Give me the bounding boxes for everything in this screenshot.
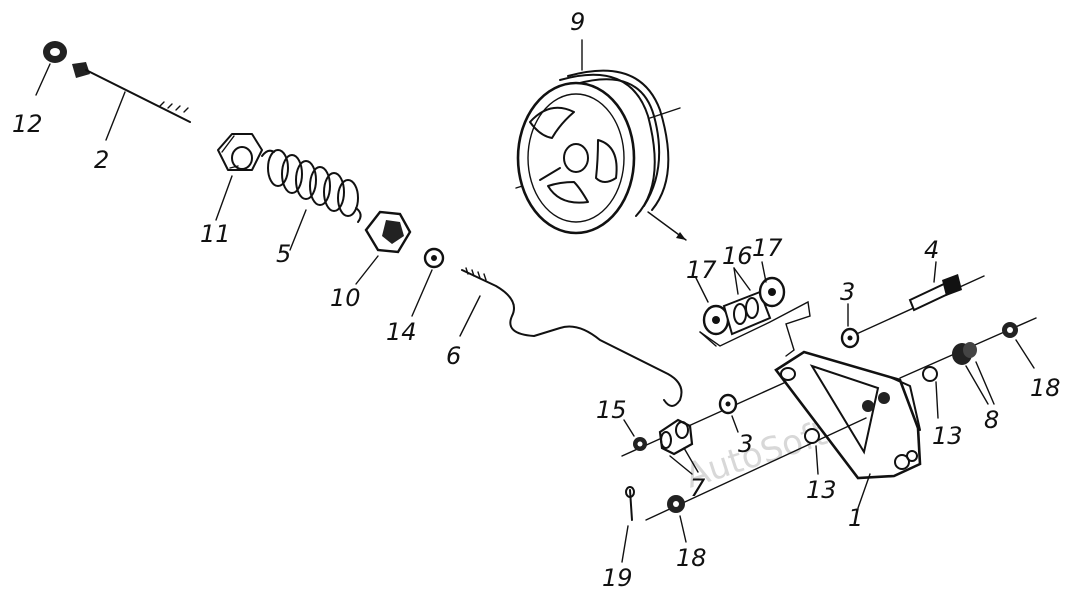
label-3-upper: 3 [840,278,855,306]
label-13-lower: 13 [806,476,837,504]
label-8: 8 [984,406,999,434]
label-14: 14 [386,318,417,346]
label-13-right: 13 [932,422,963,450]
part-14-nut [411,247,445,317]
label-18-lower: 18 [676,544,707,572]
part-8-nuts [952,342,995,405]
label-4: 4 [924,236,939,264]
part-2-bolt [72,62,191,141]
part-16-17-bushings [695,261,811,357]
part-10-nut [355,210,412,285]
part-9-pulley [515,39,687,241]
part-4-bolt [851,261,985,337]
label-6: 6 [446,342,461,370]
part-12-nut [35,41,67,96]
part-11-nut [215,133,263,221]
label-10: 10 [330,284,361,312]
callout-labels: 12 2 11 5 10 14 6 9 17 16 17 3 4 18 8 13… [12,8,1061,592]
part-15-7-3-assembly [621,381,787,475]
label-11: 11 [200,220,231,248]
label-12: 12 [12,110,43,138]
part-18-washer-right [1002,322,1035,369]
part-6-rod [459,267,683,407]
label-17-left: 17 [686,256,717,284]
label-3-lower: 3 [738,430,753,458]
label-5: 5 [276,240,291,268]
part-3-washer-upper [840,303,860,349]
part-1-bracket [774,350,922,509]
label-15: 15 [596,396,627,424]
label-18-right: 18 [1030,374,1061,402]
label-16: 16 [722,242,753,270]
label-1: 1 [848,504,863,532]
label-7: 7 [690,474,706,502]
label-17-right: 17 [752,234,783,262]
label-9: 9 [570,8,585,36]
part-5-spring [261,149,362,251]
label-2: 2 [94,146,109,174]
part-19-18-13-assembly [621,417,867,563]
label-19: 19 [602,564,633,592]
